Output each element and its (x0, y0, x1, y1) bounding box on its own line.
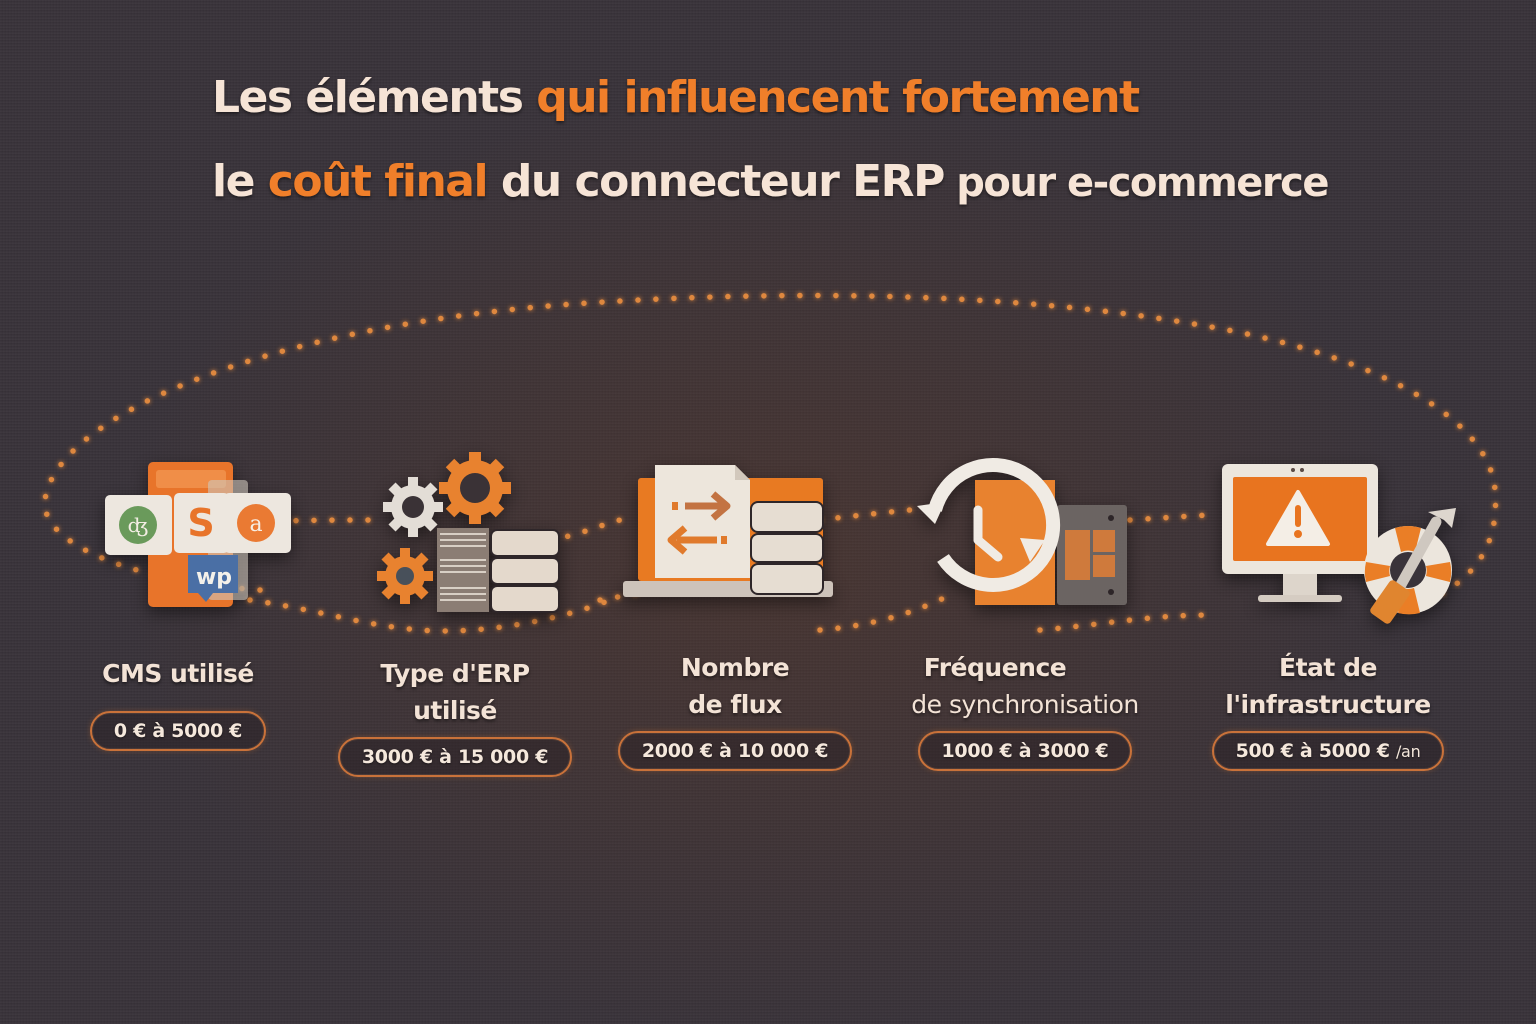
title-accent-text: qui influencent fortement (536, 72, 1140, 123)
price-range: 2000 € à 10 000 € (641, 740, 829, 762)
title-text: le (212, 156, 268, 207)
factor-infrastructure: État de l'infrastructure 500 € à 5000 € … (1178, 450, 1478, 771)
factor-label-line1: État de (1279, 653, 1377, 682)
price-suffix: /an (1395, 742, 1421, 761)
infographic-title: Les éléments qui influencent fortement l… (212, 68, 1472, 213)
data-flow-exchange-icon (605, 450, 865, 625)
factor-label-line1: CMS utilisé (102, 659, 254, 688)
factor-label-line2: de flux (688, 690, 782, 719)
factor-flux-count: Nombre de flux 2000 € à 10 000 € (585, 450, 885, 771)
price-badge: 0 € à 5000 € (89, 711, 267, 751)
price-range: 1000 € à 3000 € (941, 740, 1109, 762)
price-range: 500 € à 5000 € (1235, 740, 1390, 762)
title-text: Les éléments (212, 72, 537, 123)
title-text: ERP (852, 156, 945, 207)
factor-label-line2: utilisé (413, 696, 497, 725)
factor-label-line2: l'infrastructure (1225, 690, 1431, 719)
factor-erp-type: Type d'ERP utilisé 3000 € à 15 000 € (305, 450, 605, 777)
factor-label-line2: de synchronisation (911, 690, 1139, 719)
factor-label: État de l'infrastructure (1225, 649, 1431, 727)
factor-cms: ʤ S a wp CMS utilisé 0 € à 5000 € (28, 450, 328, 751)
factor-label-line1: Type d'ERP (380, 659, 530, 688)
factor-label: CMS utilisé (102, 655, 254, 733)
factor-label-line1: Nombre (680, 653, 790, 682)
factor-label: Nombre de flux (680, 649, 790, 727)
title-accent-text: coût final (267, 156, 489, 207)
cms-logos-icon: ʤ S a wp (48, 450, 308, 625)
gears-database-icon (325, 450, 585, 625)
price-badge: 3000 € à 15 000 € (337, 737, 573, 777)
price-range: 3000 € à 15 000 € (361, 746, 549, 768)
title-line-1: Les éléments qui influencent fortement (212, 68, 1472, 128)
svg-text:ʤ: ʤ (128, 513, 149, 537)
price-range: 0 € à 5000 € (113, 720, 243, 742)
svg-text:S: S (187, 501, 214, 545)
infrastructure-warning-icon (1198, 450, 1458, 625)
price-badge: 1000 € à 3000 € (917, 731, 1133, 771)
price-badge: 500 € à 5000 € /an (1211, 731, 1445, 771)
factor-sync-frequency: Fréquence de synchronisation 1000 € à 30… (875, 450, 1175, 771)
price-badge: 2000 € à 10 000 € (617, 731, 853, 771)
title-line-2: le coût final du connecteur ERP pour e-c… (212, 152, 1472, 213)
svg-text:a: a (249, 512, 262, 537)
factor-label: Fréquence de synchronisation (911, 649, 1139, 727)
title-text: pour e-commerce (943, 160, 1329, 206)
sync-clock-icon (895, 450, 1155, 625)
svg-text:wp: wp (196, 565, 232, 590)
factor-label: Type d'ERP utilisé (380, 655, 530, 733)
factor-label-line1: Fréquence (923, 653, 1067, 682)
title-text: du connecteur (487, 156, 853, 207)
